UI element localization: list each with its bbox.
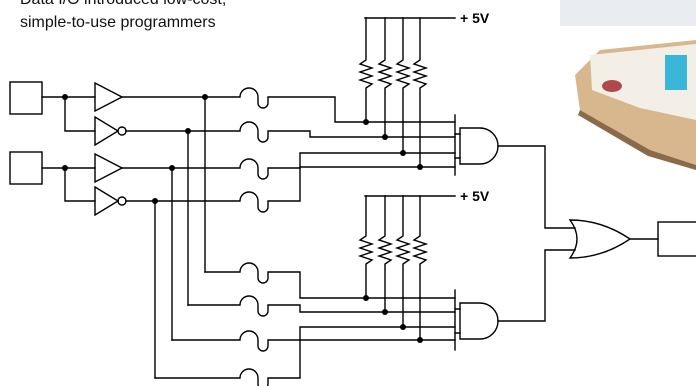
vcc-top-label: + 5V xyxy=(460,10,490,26)
fuse-row-4 xyxy=(154,166,456,213)
fuse-row-5 xyxy=(204,262,456,299)
input-box-a xyxy=(9,81,43,115)
resistor-bottom-3 xyxy=(394,195,412,328)
resistor-top-4 xyxy=(411,17,429,168)
buffer-b xyxy=(94,152,124,184)
fuse-row-7 xyxy=(171,326,456,352)
input-a-branch xyxy=(64,96,96,132)
buffer-a xyxy=(94,81,124,113)
fuse-row-6 xyxy=(187,295,456,317)
and-top-output xyxy=(497,145,576,229)
resistor-top-3 xyxy=(394,17,412,154)
and-bottom-output xyxy=(497,249,576,322)
and-gate-bottom xyxy=(459,302,499,340)
fuse-row-8 xyxy=(154,339,456,386)
fuse-row-3 xyxy=(171,152,456,180)
resistor-top-1 xyxy=(357,17,375,123)
or-gate xyxy=(568,219,632,259)
vcc-bottom-label: + 5V xyxy=(460,188,490,204)
fuse-row-2 xyxy=(187,121,456,143)
output-box xyxy=(657,221,696,257)
and-gate-top xyxy=(459,127,499,165)
inverter-a xyxy=(94,115,120,147)
input-b-branch xyxy=(64,167,96,202)
junction-dots xyxy=(62,94,423,343)
caption-line-1: Data I/O introduced low-cost, xyxy=(20,0,226,9)
resistor-bottom-1 xyxy=(357,195,375,299)
input-box-b xyxy=(9,151,43,185)
resistor-bottom-4 xyxy=(411,195,429,341)
fuse-row-1 xyxy=(204,87,456,123)
and-top-stubs xyxy=(454,133,461,159)
and-bottom-stubs xyxy=(454,308,461,334)
inverter-b xyxy=(94,185,120,217)
resistor-bottom-2 xyxy=(376,195,394,313)
caption-line-2: simple-to-use programmers xyxy=(20,14,216,31)
resistor-top-2 xyxy=(376,17,394,138)
programmer-photo xyxy=(560,0,696,170)
